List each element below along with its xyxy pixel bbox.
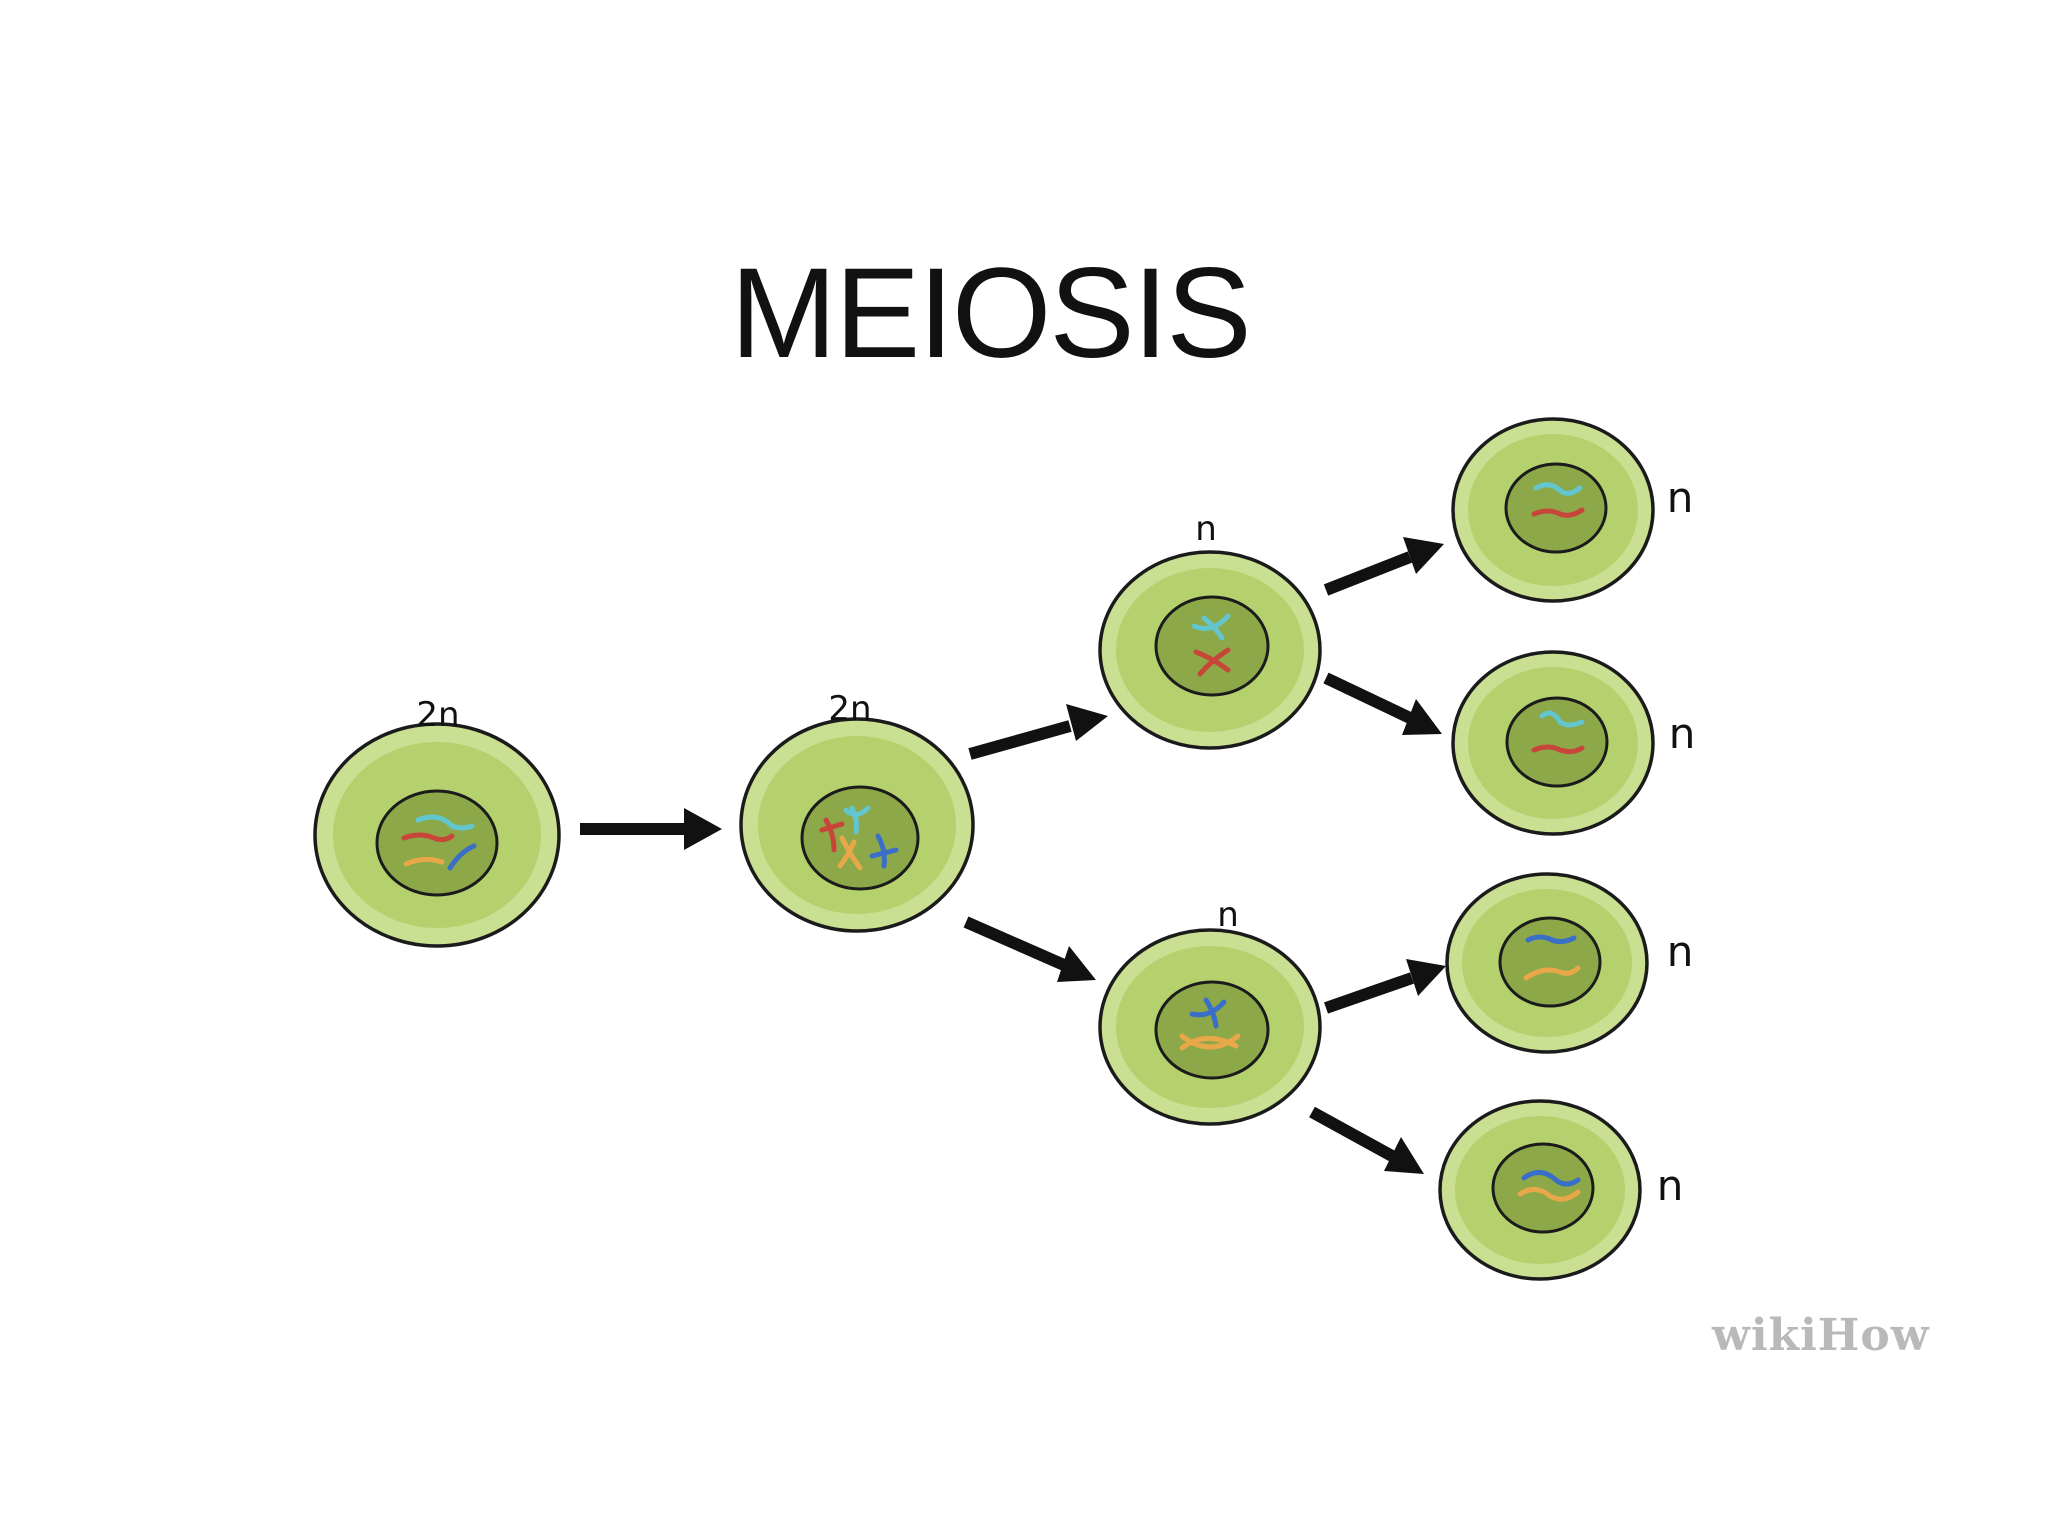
label-parent: 2n <box>416 695 459 735</box>
chromosomes-meiosis1-bottom <box>1179 997 1241 1051</box>
wikihow-watermark: wikiHow <box>1712 1310 1930 1361</box>
arrow-replicated-to-top <box>968 704 1108 760</box>
chromosomes-meiosis1-top <box>1191 613 1231 677</box>
arrow-top-to-gamete-2 <box>1323 672 1442 735</box>
label-meiosis1-top: n <box>1195 509 1217 549</box>
label-meiosis1-bottom: n <box>1217 895 1239 935</box>
cell-parent: 2n <box>313 695 561 948</box>
arrow-parent-to-replicated <box>580 808 722 850</box>
chromosomes-parent <box>401 814 477 871</box>
cell-meiosis1-top: n <box>1098 509 1322 750</box>
cell-replicated: 2n <box>739 689 975 933</box>
label-gamete-1: n <box>1667 473 1694 522</box>
chromosomes-gamete-4 <box>1517 1170 1581 1202</box>
label-gamete-2: n <box>1669 709 1696 758</box>
arrow-top-to-gamete-1 <box>1323 537 1444 596</box>
chromosomes-gamete-3 <box>1523 934 1581 981</box>
cell-gamete-1: n <box>1451 417 1694 603</box>
chromosomes-gamete-1 <box>1531 482 1585 518</box>
chromosomes-replicated <box>819 805 899 871</box>
cell-gamete-4: n <box>1438 1099 1684 1281</box>
chromosomes-gamete-2 <box>1531 710 1585 755</box>
diagram-title: MEIOSIS <box>730 242 1251 385</box>
label-gamete-4: n <box>1657 1161 1684 1210</box>
label-replicated: 2n <box>828 689 871 729</box>
arrow-bottom-to-gamete-3 <box>1324 959 1446 1014</box>
cell-meiosis1-bottom: n <box>1098 895 1322 1126</box>
cell-gamete-3: n <box>1445 872 1694 1054</box>
cell-gamete-2: n <box>1451 650 1696 836</box>
arrow-replicated-to-bottom <box>963 916 1096 982</box>
arrow-bottom-to-gamete-4 <box>1309 1106 1424 1174</box>
label-gamete-3: n <box>1667 927 1694 976</box>
